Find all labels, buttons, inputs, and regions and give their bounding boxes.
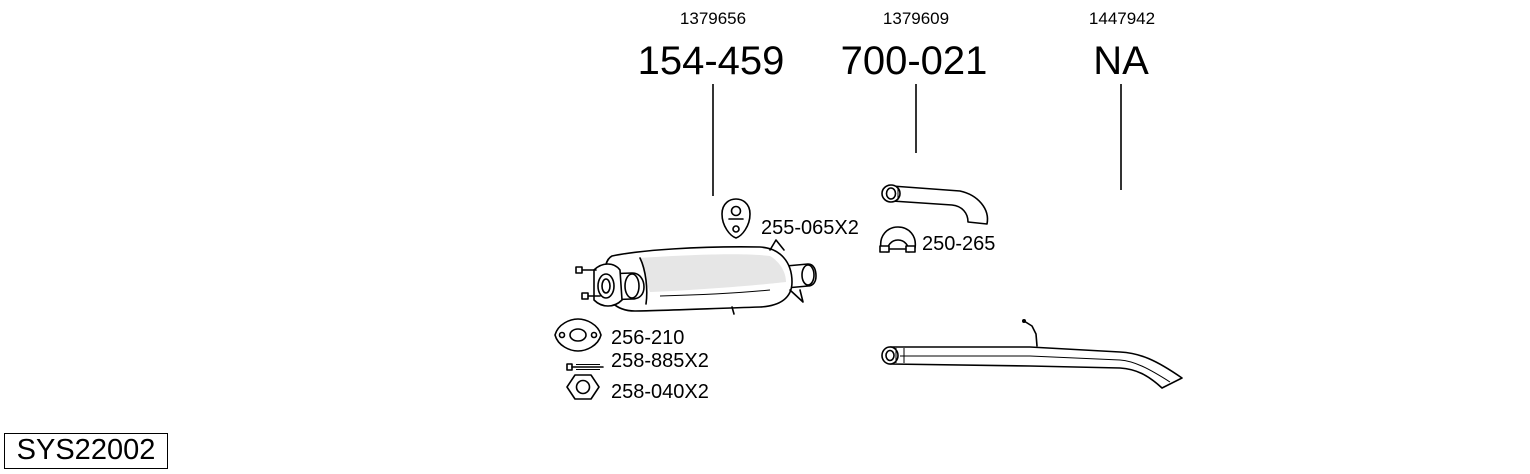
tail-pipe-icon bbox=[881, 319, 1183, 389]
bolt-icon bbox=[566, 363, 604, 371]
gasket-icon bbox=[554, 318, 602, 352]
connector-pipe-icon bbox=[881, 184, 989, 225]
gasket-label: 256-210 bbox=[611, 327, 684, 349]
bolt-label: 258-885X2 bbox=[611, 350, 709, 372]
part-number-3: NA bbox=[1093, 39, 1149, 83]
nut-icon bbox=[566, 374, 600, 400]
part-number-1: 154-459 bbox=[638, 39, 785, 83]
hanger-label: 255-065X2 bbox=[761, 217, 859, 239]
rear-silencer-icon bbox=[575, 239, 817, 315]
nut-label: 258-040X2 bbox=[611, 381, 709, 403]
oe-number-3: 1447942 bbox=[1089, 9, 1155, 28]
oe-number-2: 1379609 bbox=[883, 9, 949, 28]
system-code-box: SYS22002 bbox=[4, 433, 168, 469]
clamp-label: 250-265 bbox=[922, 233, 995, 255]
clamp-icon bbox=[879, 226, 917, 253]
oe-number-1: 1379656 bbox=[680, 9, 746, 28]
rubber-hanger-icon bbox=[721, 198, 751, 239]
part-number-2: 700-021 bbox=[841, 39, 988, 83]
